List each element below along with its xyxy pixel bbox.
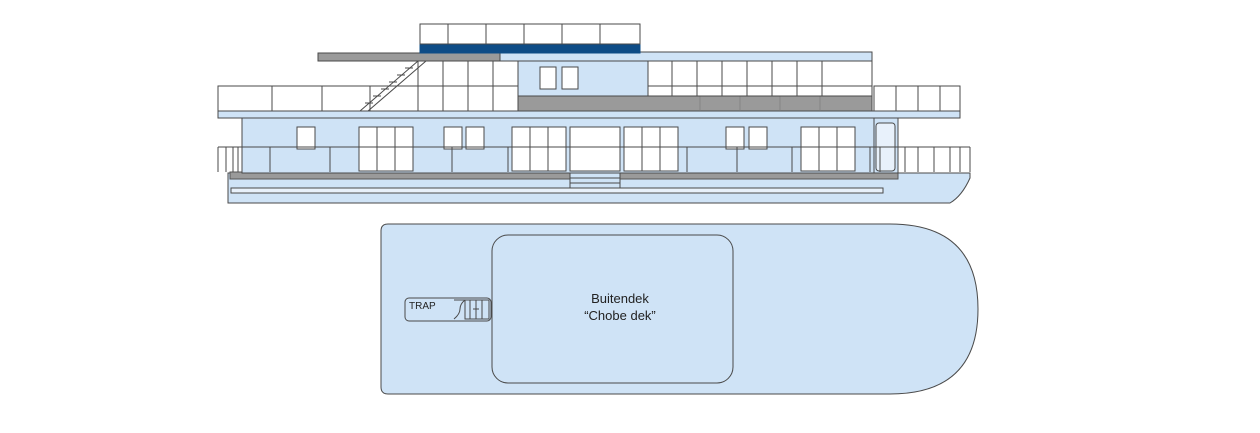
second-deck-hatched (492, 95, 873, 112)
outer-deck-label: Buitendek “Chobe dek” (500, 290, 740, 324)
second-deck-slab (217, 110, 961, 119)
main-deck-railing (217, 146, 971, 172)
stair-label: TRAP (409, 301, 436, 312)
outer-deck-area (491, 234, 734, 384)
main-deck-windows (296, 126, 856, 172)
sun-deck-windbreak (419, 23, 641, 45)
upper-deck-structure (417, 54, 873, 112)
exterior-staircase (359, 60, 427, 112)
sun-deck-highlight (419, 43, 641, 54)
outer-deck-name: Buitendek (591, 291, 649, 306)
gangway-steps (569, 171, 621, 189)
ship-side-view-illustration (217, 23, 971, 204)
deck-plan-illustration (380, 223, 979, 395)
outer-deck-subname: “Chobe dek” (584, 308, 656, 323)
staircase-icon (453, 299, 490, 320)
top-deck-hatched (317, 52, 501, 62)
hull-stripe (230, 187, 884, 194)
